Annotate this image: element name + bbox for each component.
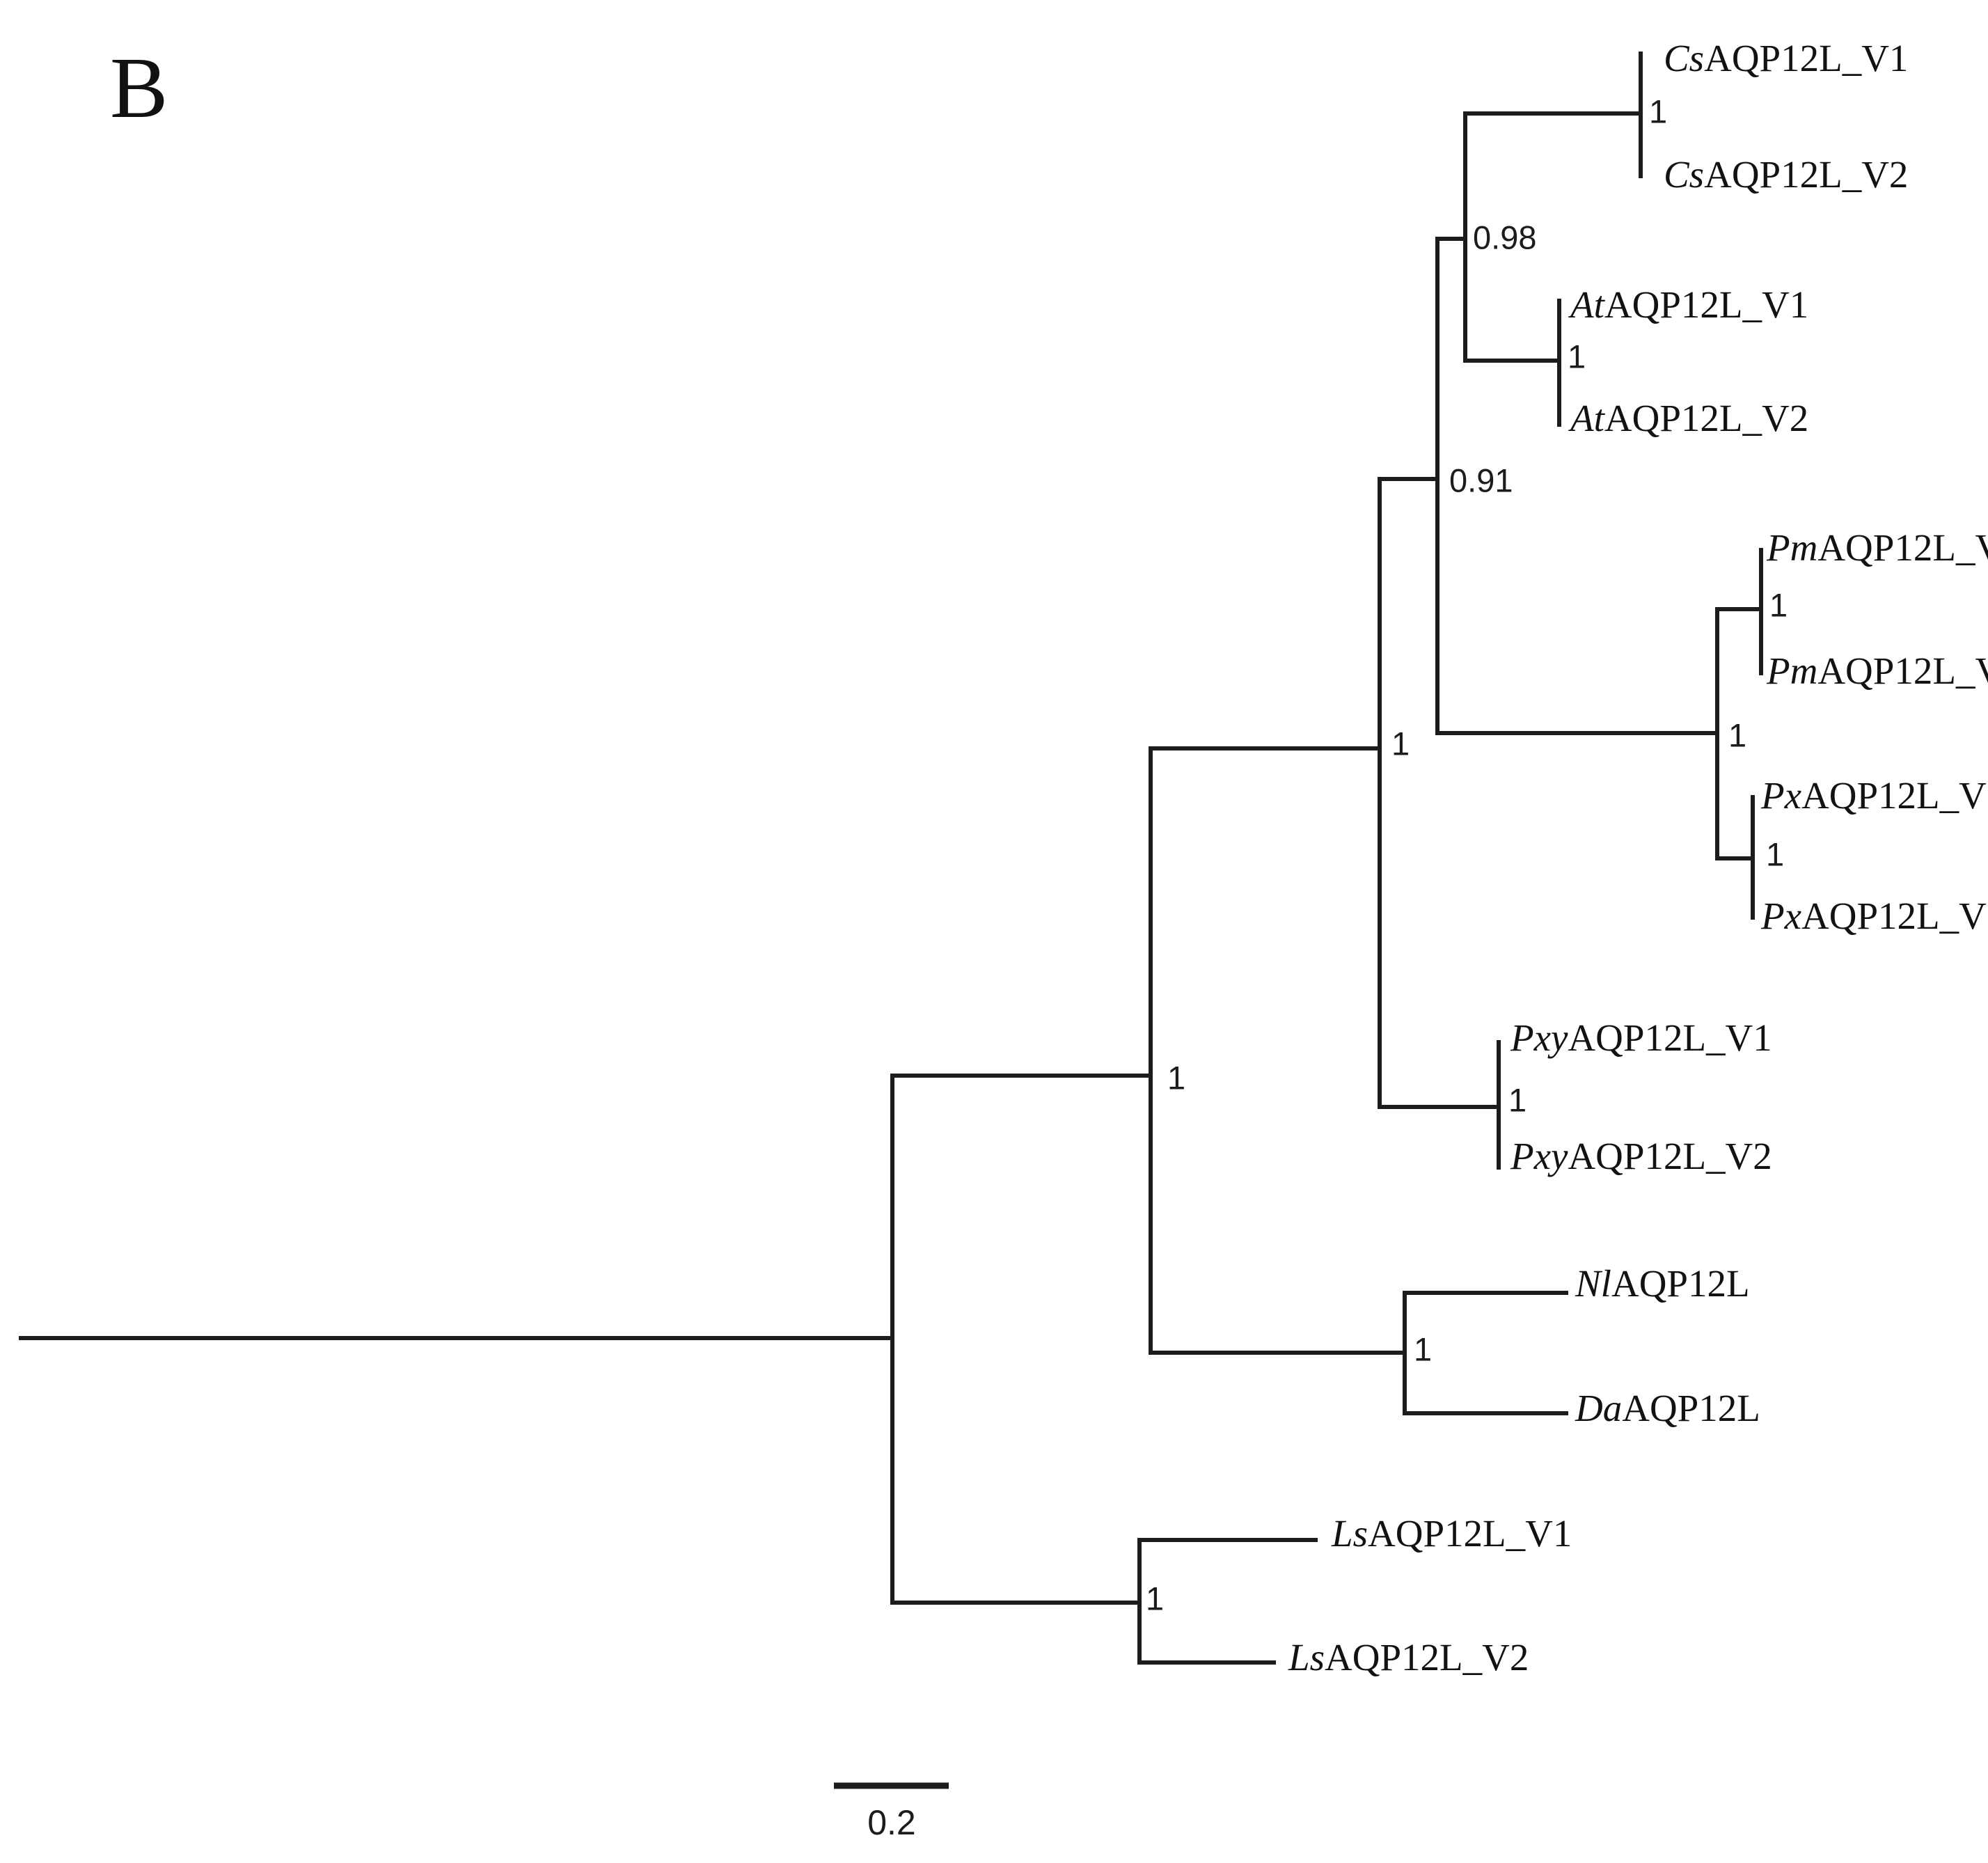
scale-bar-value: 0.2 xyxy=(867,1803,916,1842)
support-value-ls-clade: 1 xyxy=(1146,1580,1164,1617)
tip-label-pmaqp12l_v1: PmAQP12L_V1 xyxy=(1766,526,1988,569)
tip-name-rest: AQP12L_V1 xyxy=(1368,1512,1572,1555)
tip-label-nlaqp12l: NlAQP12L xyxy=(1575,1262,1750,1305)
support-value-nl-da-clade: 1 xyxy=(1414,1331,1432,1368)
tip-genus-prefix: Px xyxy=(1760,895,1802,937)
tip-label-pxaqp12l_v1: PxAQP12L_V1 xyxy=(1760,774,1988,817)
tip-label-lsaqp12l_v2: LsAQP12L_V2 xyxy=(1288,1636,1529,1679)
tip-genus-prefix: Ls xyxy=(1288,1636,1325,1679)
support-value-px-clade: 1 xyxy=(1766,836,1784,873)
tip-label-ataqp12l_v1: AtAQP12L_V1 xyxy=(1568,283,1808,326)
tip-label-pmaqp12l_v2: PmAQP12L_V2 xyxy=(1766,650,1988,692)
tip-name-rest: AQP12L_V2 xyxy=(1801,895,1988,937)
support-value-core-clade: 1 xyxy=(1167,1060,1185,1096)
tip-name-rest: AQP12L_V1 xyxy=(1604,283,1808,326)
tip-genus-prefix: Pxy xyxy=(1510,1016,1568,1059)
tip-genus-prefix: At xyxy=(1568,283,1606,326)
tip-label-ataqp12l_v2: AtAQP12L_V2 xyxy=(1568,397,1808,439)
tip-label-lsaqp12l_v1: LsAQP12L_V1 xyxy=(1331,1512,1572,1555)
tip-label-csaqp12l_v1: CsAQP12L_V1 xyxy=(1664,37,1908,79)
tip-name-rest: AQP12L xyxy=(1611,1262,1750,1305)
tip-name-rest: AQP12L xyxy=(1622,1387,1760,1429)
tip-genus-prefix: Cs xyxy=(1664,37,1704,79)
tip-name-rest: AQP12L_V1 xyxy=(1801,774,1988,817)
support-values: 1 0.98 1 0.91 1 1 1 1 1 1 1 1 xyxy=(1146,93,1788,1617)
tip-labels: CsAQP12L_V1CsAQP12L_V2AtAQP12L_V1AtAQP12… xyxy=(1288,37,1988,1679)
support-value-pm-clade: 1 xyxy=(1769,587,1788,624)
support-value-upper-clade: 1 xyxy=(1391,725,1410,762)
tip-name-rest: AQP12L_V2 xyxy=(1817,650,1988,692)
tip-name-rest: AQP12L_V2 xyxy=(1604,397,1808,439)
support-value-cs-at-clade: 0.98 xyxy=(1473,219,1536,256)
tip-genus-prefix: Px xyxy=(1760,774,1802,817)
tip-label-daaqp12l: DaAQP12L xyxy=(1575,1387,1760,1429)
tip-genus-prefix: Nl xyxy=(1575,1262,1611,1305)
support-value-pxy-clade: 1 xyxy=(1508,1082,1526,1119)
tip-genus-prefix: Pxy xyxy=(1510,1135,1568,1177)
panel-label: B xyxy=(110,40,168,136)
tip-genus-prefix: Da xyxy=(1575,1387,1622,1429)
tip-label-pxaqp12l_v2: PxAQP12L_V2 xyxy=(1760,895,1988,937)
tip-genus-prefix: At xyxy=(1568,397,1606,439)
tip-genus-prefix: Pm xyxy=(1766,650,1817,692)
support-value-pm-px-clade: 1 xyxy=(1728,717,1746,754)
tip-label-csaqp12l_v2: CsAQP12L_V2 xyxy=(1664,153,1908,196)
tip-name-rest: AQP12L_V1 xyxy=(1704,37,1908,79)
tip-label-pxyaqp12l_v1: PxyAQP12L_V1 xyxy=(1510,1016,1772,1059)
tip-genus-prefix: Ls xyxy=(1331,1512,1368,1555)
scale-bar: 0.2 xyxy=(834,1782,949,1842)
support-value-cs-at-pmpx-clade: 0.91 xyxy=(1449,462,1513,499)
tip-name-rest: AQP12L_V1 xyxy=(1568,1016,1772,1059)
tip-genus-prefix: Pm xyxy=(1766,526,1817,569)
tip-name-rest: AQP12L_V1 xyxy=(1817,526,1988,569)
support-value-cs-clade: 1 xyxy=(1649,93,1667,130)
tip-label-pxyaqp12l_v2: PxyAQP12L_V2 xyxy=(1510,1135,1772,1177)
tip-genus-prefix: Cs xyxy=(1664,153,1704,196)
tip-name-rest: AQP12L_V2 xyxy=(1704,153,1908,196)
tip-name-rest: AQP12L_V2 xyxy=(1568,1135,1772,1177)
tip-name-rest: AQP12L_V2 xyxy=(1325,1636,1529,1679)
tree-branches xyxy=(19,52,1763,1665)
support-value-at-clade: 1 xyxy=(1568,338,1586,375)
